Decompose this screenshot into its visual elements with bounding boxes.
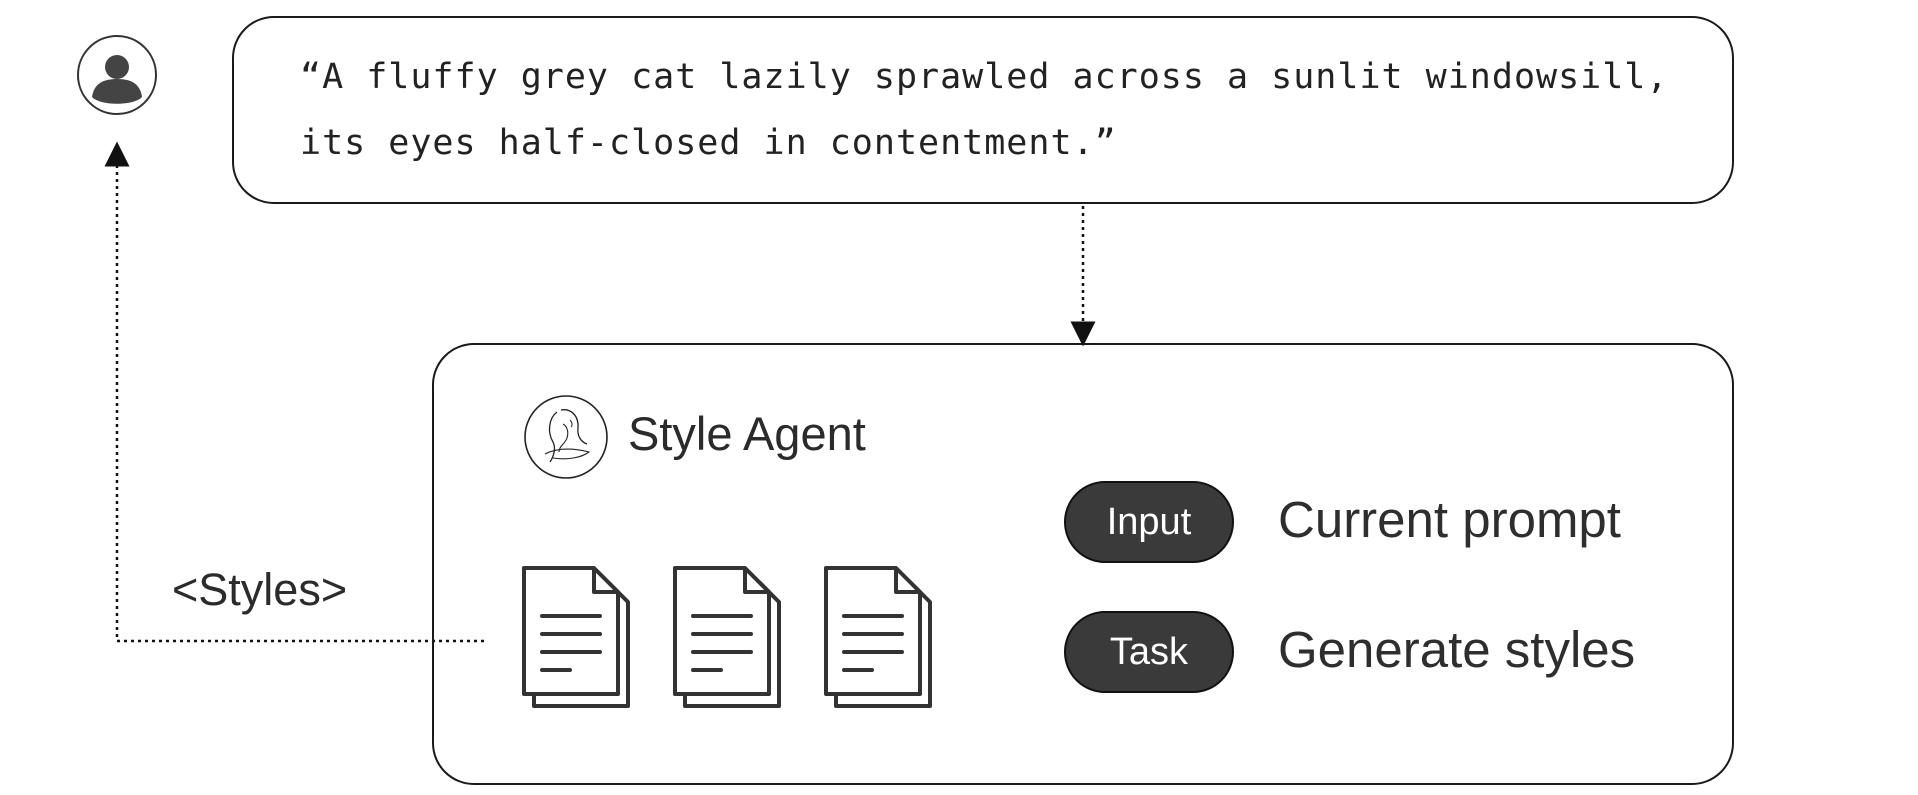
user-avatar-icon [77, 35, 157, 115]
task-value: Generate styles [1278, 621, 1636, 678]
input-value: Current prompt [1278, 491, 1621, 548]
agent-title: Style Agent [628, 407, 866, 460]
task-badge: Task [1064, 611, 1234, 693]
prompt-text: “A fluffy grey cat lazily sprawled acros… [300, 57, 1669, 163]
style-agent-box [432, 343, 1734, 785]
woman-portrait-logo-icon [524, 395, 608, 479]
styles-output-label: <Styles> [172, 564, 348, 615]
document-stack-icon [673, 566, 781, 708]
input-badge: Input [1064, 481, 1234, 563]
prompt-box: “A fluffy grey cat lazily sprawled acros… [232, 16, 1734, 204]
document-stack-icon [522, 566, 630, 708]
document-stack-icon [824, 566, 932, 708]
